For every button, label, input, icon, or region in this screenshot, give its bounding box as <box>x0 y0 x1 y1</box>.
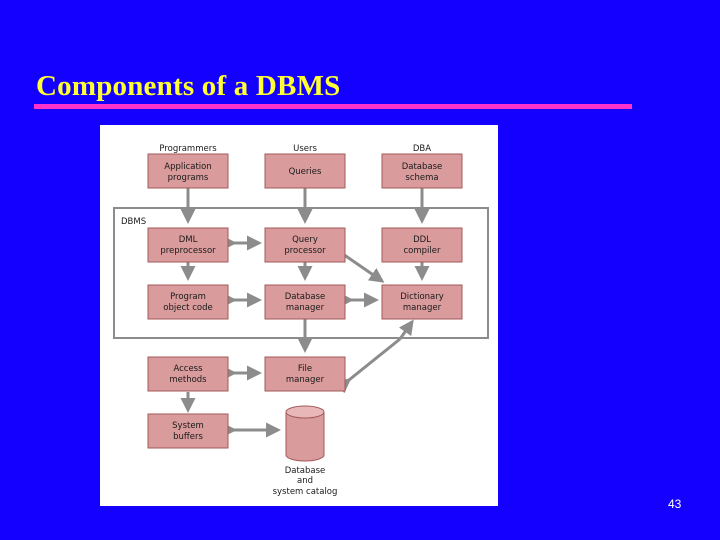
database-label-line2: and <box>297 476 313 486</box>
program-object-code-box: Program object code <box>147 284 229 320</box>
svg-text:preprocessor: preprocessor <box>160 246 216 256</box>
database-label-line3: system catalog <box>273 487 338 497</box>
svg-text:Program: Program <box>170 292 206 302</box>
svg-text:Access: Access <box>173 364 203 374</box>
arrow-query-to-dictionary <box>339 250 385 283</box>
svg-text:Database: Database <box>402 162 443 172</box>
ddl-compiler-box: DDL compiler <box>381 227 463 263</box>
svg-text:manager: manager <box>286 303 325 313</box>
queries-box: Queries <box>264 153 346 189</box>
database-manager-box: Database manager <box>264 284 346 320</box>
arrow-file-manager-dictionary <box>334 337 401 394</box>
svg-text:compiler: compiler <box>404 246 442 256</box>
svg-text:Queries: Queries <box>289 167 322 177</box>
svg-text:object code: object code <box>163 303 212 313</box>
header-programmers: Programmers <box>159 144 217 154</box>
svg-text:DML: DML <box>179 235 198 245</box>
database-cylinder-icon <box>285 405 325 462</box>
svg-text:Query: Query <box>292 235 318 245</box>
svg-text:schema: schema <box>405 173 438 183</box>
title-rule <box>34 104 632 109</box>
file-manager-box: File manager <box>264 356 346 392</box>
header-dba: DBA <box>413 144 431 154</box>
dml-preprocessor-box: DML preprocessor <box>147 227 229 263</box>
database-label-line1: Database <box>285 466 326 476</box>
svg-text:Application: Application <box>164 162 212 172</box>
svg-text:methods: methods <box>169 375 207 385</box>
header-users: Users <box>293 144 317 154</box>
svg-text:manager: manager <box>286 375 325 385</box>
dbms-label: DBMS <box>121 217 146 227</box>
slide-title: Components of a DBMS <box>36 70 341 102</box>
svg-text:System: System <box>172 421 204 431</box>
svg-text:programs: programs <box>168 173 209 183</box>
svg-text:buffers: buffers <box>173 432 203 442</box>
svg-text:manager: manager <box>403 303 442 313</box>
dictionary-manager-box: Dictionary manager <box>381 284 463 320</box>
system-buffers-box: System buffers <box>147 413 229 449</box>
svg-text:Database: Database <box>285 292 326 302</box>
arrow-file-manager-dictionary-head <box>398 319 414 340</box>
svg-text:DDL: DDL <box>413 235 431 245</box>
access-methods-box: Access methods <box>147 356 229 392</box>
dbms-diagram: DBMS Programmers Users DBA Application p… <box>113 144 489 497</box>
svg-text:Dictionary: Dictionary <box>400 292 444 302</box>
svg-text:processor: processor <box>284 246 326 256</box>
svg-text:File: File <box>298 364 312 374</box>
dbms-components-figure: DBMS Programmers Users DBA Application p… <box>100 125 498 506</box>
page-number: 43 <box>668 497 682 511</box>
database-schema-box: Database schema <box>381 153 463 189</box>
application-programs-box: Application programs <box>147 153 229 189</box>
query-processor-box: Query processor <box>264 227 346 263</box>
